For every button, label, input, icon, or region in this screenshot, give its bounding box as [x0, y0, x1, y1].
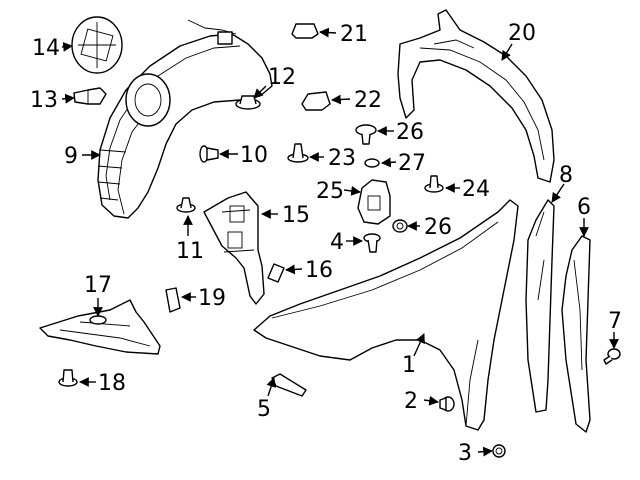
part-6-seal [561, 235, 591, 433]
callout-numbers: 1 2 3 4 5 6 7 8 9 10 11 12 13 14 15 16 1… [30, 21, 622, 466]
part-18-bolt [58, 369, 78, 387]
leader-22 [331, 94, 351, 105]
leader-8 [551, 183, 565, 203]
callout-17: 17 [84, 273, 112, 298]
leader-14 [61, 42, 73, 52]
part-15-bracket [203, 191, 265, 305]
leader-13 [61, 93, 75, 104]
callout-23: 23 [328, 146, 356, 171]
leader-12 [253, 85, 267, 99]
part-4-bolt [363, 233, 381, 253]
part-25-bracket [357, 179, 391, 225]
leader-25 [343, 186, 361, 196]
part-26-screw-lower [392, 219, 408, 233]
callout-14: 14 [32, 36, 60, 61]
part-2-clip [439, 396, 455, 412]
part-21-clip-nut [291, 23, 319, 39]
part-20-wheelhouse-liner [397, 9, 555, 183]
part-23-screw [287, 143, 309, 163]
part-12-grommet [235, 95, 261, 110]
leader-21 [319, 27, 337, 38]
callout-18: 18 [98, 371, 126, 396]
leader-lines [61, 27, 619, 457]
part-11-push-pin [176, 197, 196, 213]
leader-16 [285, 264, 303, 275]
leader-1 [413, 333, 425, 357]
callout-13: 13 [30, 88, 58, 113]
callout-24: 24 [462, 177, 490, 202]
part-13-clip [73, 87, 107, 105]
callout-16: 16 [305, 258, 333, 283]
leader-2 [423, 395, 439, 406]
callout-15: 15 [282, 203, 310, 228]
callout-8: 8 [559, 163, 573, 188]
callout-9: 9 [64, 144, 78, 169]
callout-5: 5 [257, 397, 271, 422]
part-16-clip [267, 263, 285, 283]
part-17-shield [39, 299, 161, 355]
callout-2: 2 [404, 389, 418, 414]
leader-20 [501, 43, 513, 61]
part-10-push-pin [199, 145, 219, 163]
callout-1: 1 [402, 353, 416, 378]
leader-27 [381, 157, 397, 168]
part-14-cap [71, 16, 123, 74]
part-1-fender [253, 199, 519, 431]
callout-25: 25 [316, 179, 344, 204]
callout-11: 11 [176, 239, 204, 264]
callout-19: 19 [198, 286, 226, 311]
part-8-seal [525, 199, 555, 413]
part-24-screw [424, 175, 444, 193]
callout-27: 27 [398, 151, 426, 176]
part-7-screw [603, 348, 621, 365]
part-22-clip [301, 91, 331, 111]
part-5-bracket [271, 373, 307, 397]
part-26-screw-upper [355, 124, 377, 145]
callout-26a: 26 [396, 120, 424, 145]
callout-20: 20 [508, 21, 536, 46]
callout-22: 22 [354, 88, 382, 113]
callout-6: 6 [577, 195, 591, 220]
callout-4: 4 [330, 230, 344, 255]
callout-26b: 26 [424, 215, 452, 240]
leader-5 [266, 377, 276, 397]
callout-7: 7 [608, 309, 622, 334]
part-3-nut [492, 444, 506, 458]
callout-10: 10 [240, 143, 268, 168]
leader-3 [477, 446, 493, 457]
callout-3: 3 [458, 441, 472, 466]
callout-21: 21 [340, 22, 368, 47]
part-19-clip [165, 287, 181, 313]
part-9-wheelhouse-liner [97, 19, 273, 219]
part-27-nut [364, 158, 380, 168]
callout-12: 12 [268, 65, 296, 90]
